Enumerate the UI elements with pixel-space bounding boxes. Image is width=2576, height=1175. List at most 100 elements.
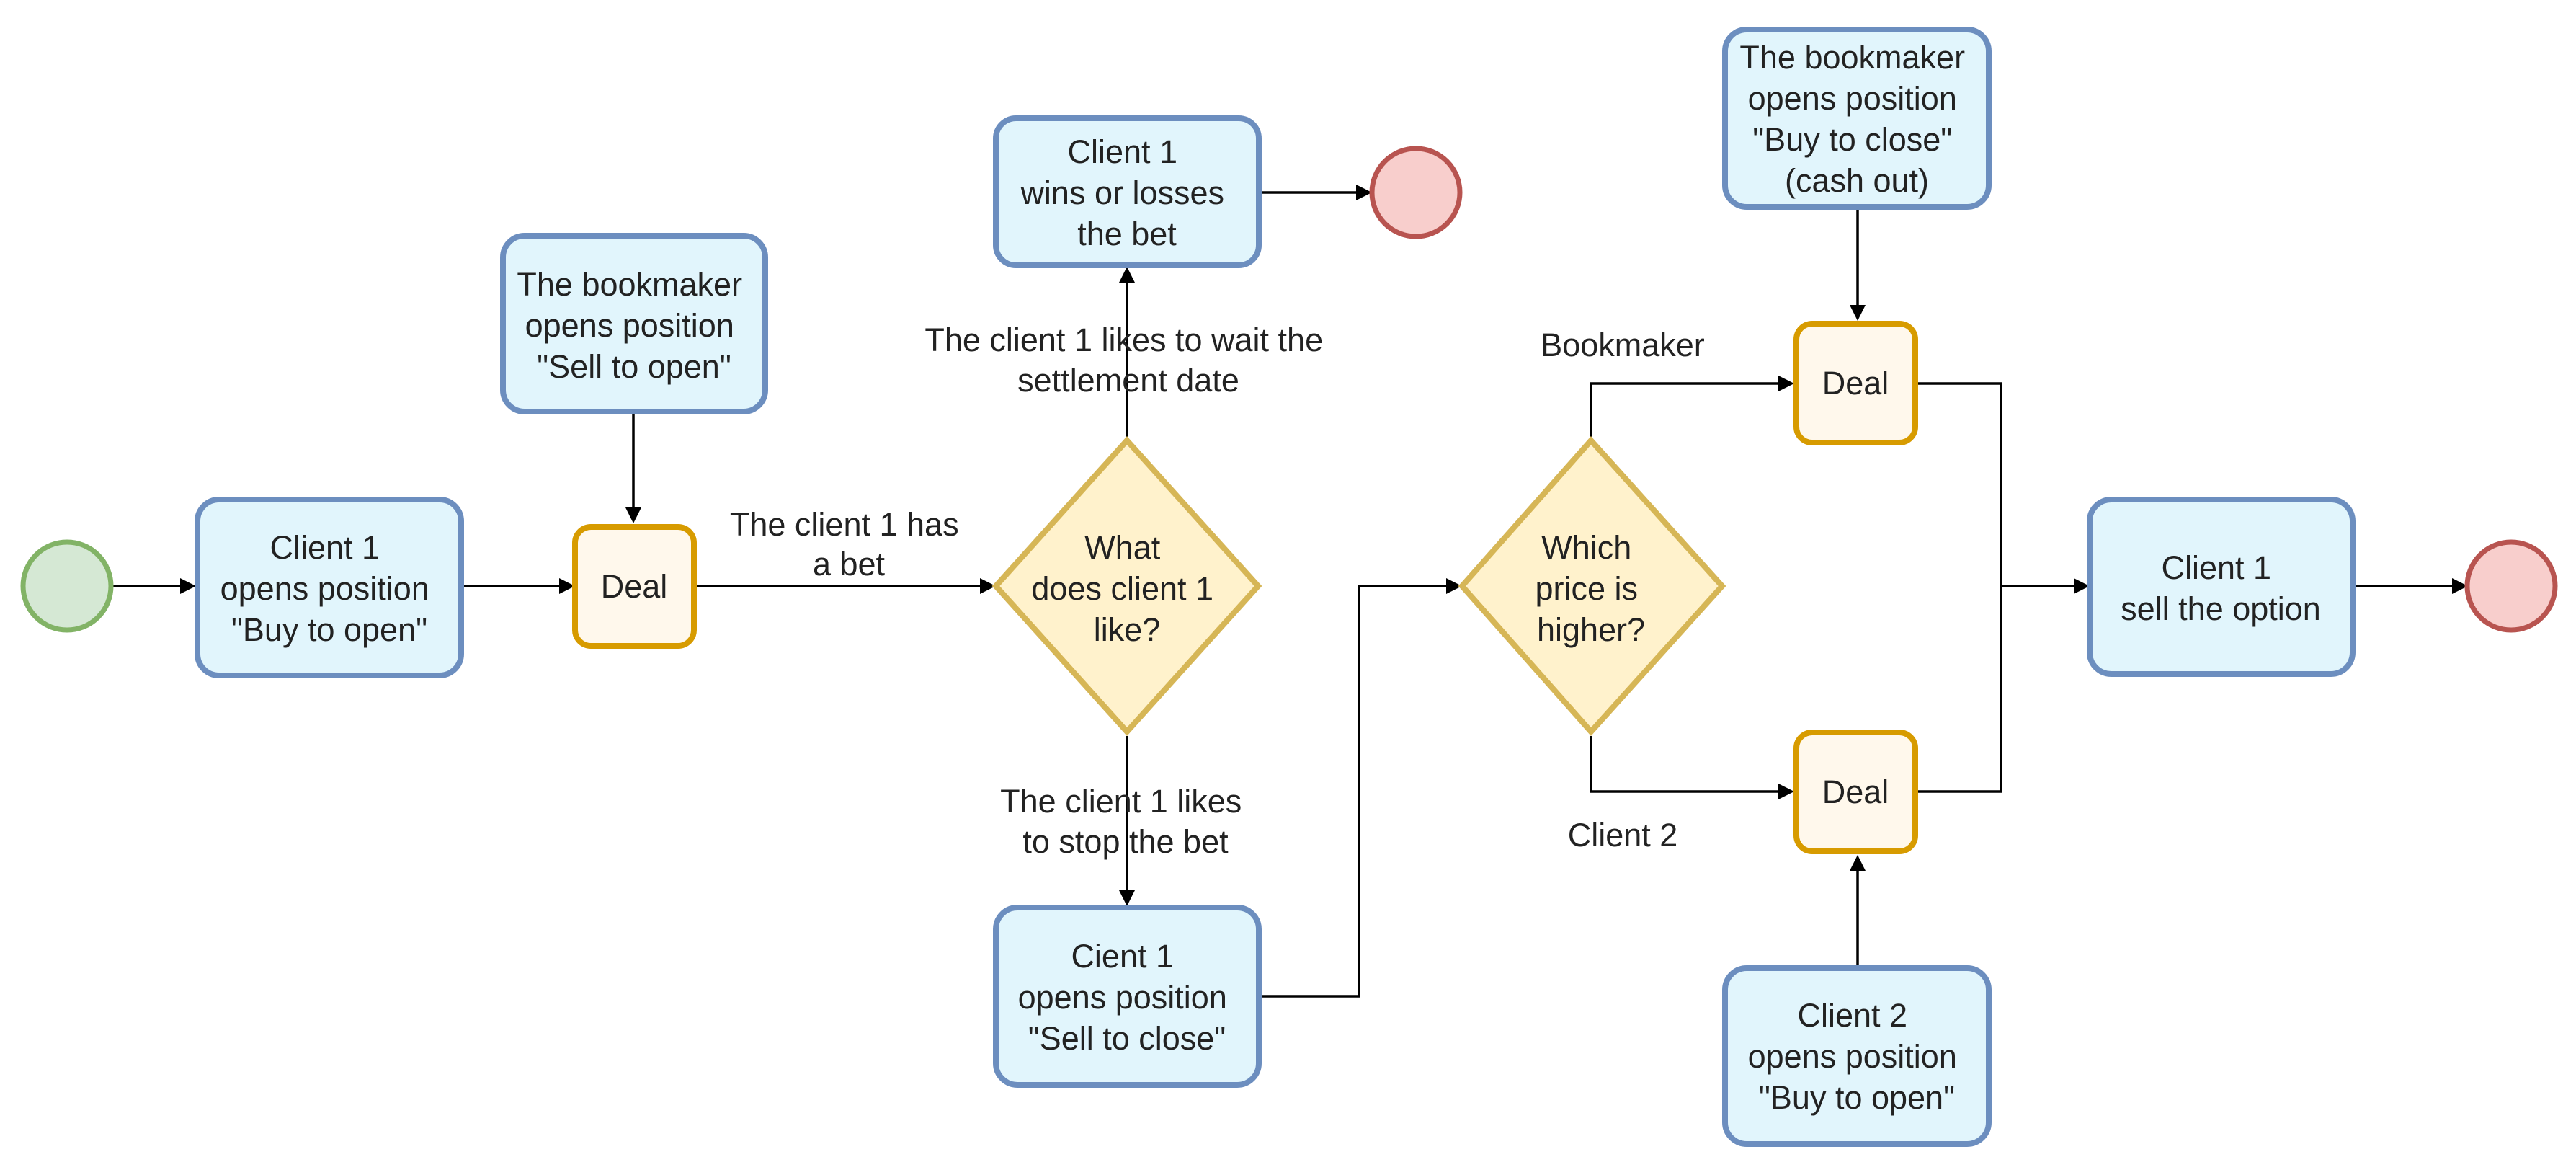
- deal-1[interactable]: Deal: [572, 524, 697, 649]
- task-label-line: wins or losses: [1020, 174, 1224, 211]
- gateway-label-line: What: [1084, 529, 1161, 566]
- task-label: Client 1 opens position "Buy to open": [220, 529, 439, 648]
- arrowhead: [1850, 855, 1866, 871]
- gateway-which-price-is-higher[interactable]: Which price is higher?: [1458, 435, 1726, 737]
- task-box: [500, 233, 768, 414]
- edge-label-wait-settlement: The client 1 likes to wait the settlemen…: [924, 322, 1332, 399]
- deal-bottom[interactable]: Deal: [1793, 730, 1918, 854]
- arrowhead: [625, 507, 641, 523]
- arrowhead: [2074, 578, 2090, 594]
- deal-box: [1793, 321, 1918, 445]
- end-event-top[interactable]: [1369, 146, 1463, 239]
- task-box: [993, 115, 1262, 268]
- task-label-line: opens position: [525, 307, 734, 344]
- task-client1-sell-to-close[interactable]: Cient 1 opens position "Sell to close": [993, 905, 1262, 1088]
- task-label: The bookmaker opens position "Sell to op…: [517, 266, 751, 385]
- deal-box: [572, 524, 697, 649]
- nodes: Client 1 opens position "Buy to open" Th…: [20, 27, 2558, 1147]
- task-label: The bookmaker opens position "Buy to clo…: [1739, 39, 1974, 199]
- task-box: [2087, 497, 2356, 677]
- deal-label: Deal: [601, 568, 668, 605]
- gateway-label-line: does client 1: [1031, 570, 1213, 607]
- task-label-line: The bookmaker: [1739, 39, 1965, 76]
- task-label-line: Client 2: [1797, 997, 1907, 1034]
- end-event-right[interactable]: [2464, 539, 2558, 633]
- edge-label-bookmaker: Bookmaker: [1541, 327, 1705, 363]
- gateway-label: What does client 1 like?: [1031, 529, 1222, 648]
- task-label-line: Client 1: [2161, 549, 2271, 586]
- task-label: Cient 1 opens position "Sell to close": [1018, 938, 1236, 1057]
- edge-sellclose-to-gateway2: [1259, 585, 1448, 998]
- edge-label-line: The client 1 likes: [1000, 783, 1242, 820]
- task-label: Client 1 sell the option: [2121, 549, 2321, 627]
- task-box: [195, 497, 464, 678]
- edge-deal-bottom-to-sell-option: [1917, 586, 2002, 793]
- task-box: [1722, 27, 1992, 210]
- task-bookmaker-buy-to-close[interactable]: The bookmaker opens position "Buy to clo…: [1722, 27, 1992, 210]
- gateway-label: Which price is higher?: [1535, 529, 1646, 648]
- arrowhead: [1850, 305, 1866, 321]
- gateway-label-line: like?: [1094, 611, 1161, 648]
- edge-label-has-bet: The client 1 has a bet: [730, 506, 968, 582]
- task-client1-sell-the-option[interactable]: Client 1 sell the option: [2087, 497, 2356, 677]
- arrowhead: [2452, 578, 2468, 594]
- arrowhead: [180, 578, 196, 594]
- task-box: [1722, 965, 1992, 1147]
- task-label-line: Client 1: [269, 529, 380, 566]
- edge-labels: The client 1 has a bet The client 1 like…: [730, 322, 1705, 860]
- deal-box: [1793, 730, 1918, 854]
- task-label-line: (cash out): [1785, 162, 1929, 199]
- gateway-label-line: price is: [1535, 570, 1638, 607]
- task-client2-buy-to-open[interactable]: Client 2 opens position "Buy to open": [1722, 965, 1992, 1147]
- arrowhead: [1119, 267, 1135, 283]
- task-label-line: "Sell to open": [537, 348, 731, 385]
- task-label: Client 1 wins or losses the bet: [1020, 133, 1233, 252]
- task-label: Client 2 opens position "Buy to open": [1748, 997, 1966, 1116]
- edge-gateway2-to-deal-top: [1590, 382, 1780, 438]
- task-label-line: "Buy to open": [231, 611, 427, 648]
- edge-label-line: settlement date: [1017, 362, 1239, 399]
- task-label-line: the bet: [1077, 216, 1177, 252]
- task-client1-buy-to-open[interactable]: Client 1 opens position "Buy to open": [195, 497, 464, 678]
- gateway-label-line: higher?: [1537, 611, 1645, 648]
- task-label-line: Cient 1: [1071, 938, 1174, 975]
- task-label-line: opens position: [1748, 80, 1957, 117]
- edge-deal-top-to-sell-option: [1917, 382, 2075, 588]
- task-label-line: "Sell to close": [1028, 1020, 1226, 1057]
- deal-top[interactable]: Deal: [1793, 321, 1918, 445]
- start-event[interactable]: [20, 539, 114, 633]
- edge-label-line: a bet: [813, 546, 886, 582]
- arrowhead: [980, 578, 996, 594]
- edge-gateway2-to-deal-bottom: [1590, 736, 1780, 793]
- edge-label-line: The client 1 has: [730, 506, 959, 543]
- task-bookmaker-sell-to-open[interactable]: The bookmaker opens position "Sell to op…: [500, 233, 768, 414]
- deal-label: Deal: [1822, 365, 1889, 402]
- task-label-line: opens position: [1748, 1038, 1957, 1075]
- arrowhead: [1119, 890, 1135, 906]
- arrowhead: [1356, 185, 1372, 200]
- task-label-line: opens position: [220, 570, 429, 607]
- arrowhead: [1446, 578, 1462, 594]
- edge-label-stop-bet: The client 1 likes to stop the bet: [1000, 783, 1251, 860]
- edge-label-line: The client 1 likes to wait the: [924, 322, 1323, 358]
- gateway-diamond: [1458, 435, 1726, 737]
- task-box: [993, 905, 1262, 1088]
- arrowhead: [1778, 784, 1794, 799]
- gateway-what-does-client1-like[interactable]: What does client 1 like?: [991, 436, 1262, 736]
- arrowhead: [559, 578, 575, 594]
- task-client1-wins-or-losses[interactable]: Client 1 wins or losses the bet: [993, 115, 1262, 268]
- edge-label-client2: Client 2: [1568, 817, 1678, 853]
- edges: [113, 185, 2468, 998]
- task-label-line: opens position: [1018, 979, 1227, 1016]
- task-label-line: The bookmaker: [517, 266, 742, 303]
- gateway-label-line: Which: [1541, 529, 1631, 566]
- task-label-line: "Buy to open": [1759, 1079, 1955, 1116]
- edge-label-line: to stop the bet: [1022, 823, 1229, 860]
- gateway-diamond: [991, 436, 1262, 736]
- task-label-line: sell the option: [2121, 590, 2321, 627]
- deal-label: Deal: [1822, 773, 1889, 810]
- task-label-line: Client 1: [1067, 133, 1177, 170]
- task-label-line: "Buy to close": [1752, 121, 1952, 158]
- arrowhead: [1778, 376, 1794, 391]
